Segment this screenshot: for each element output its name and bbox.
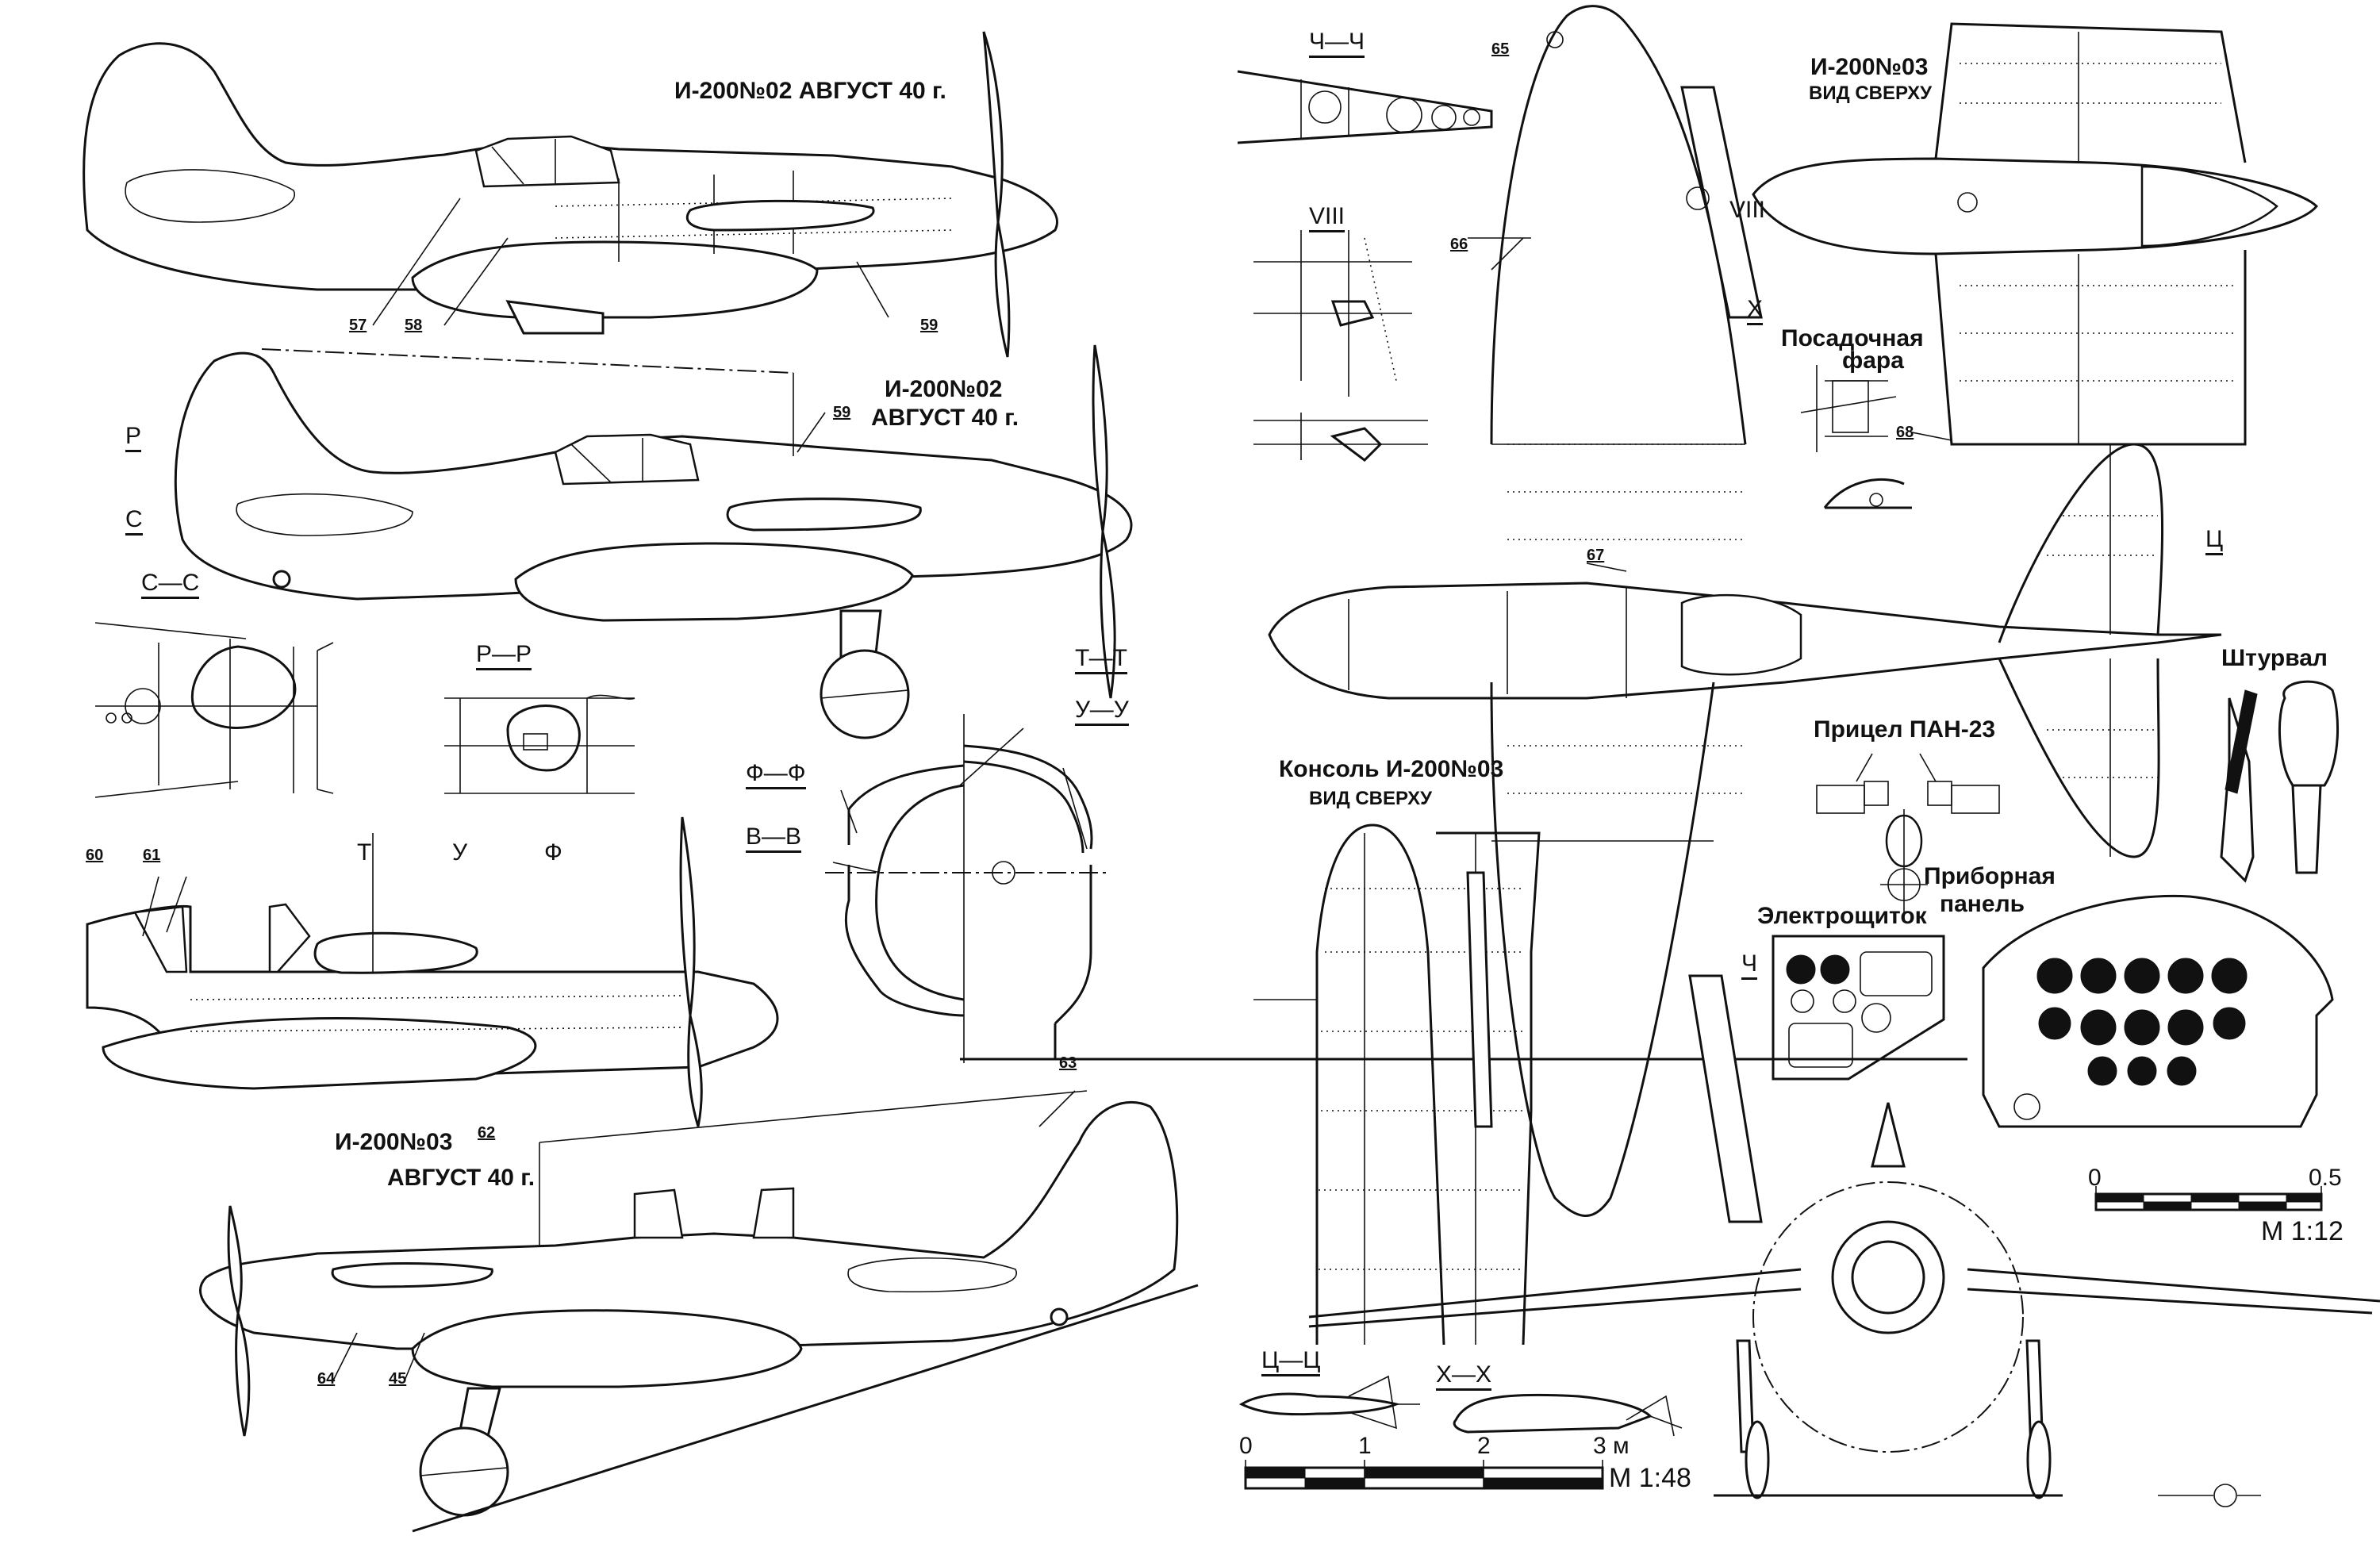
section-mark-ts: Ц [2205, 528, 2224, 555]
section-u-u-label: У—У [1075, 698, 1129, 726]
callout-57: 57 [349, 317, 367, 334]
scale-bar-main [1244, 1460, 1604, 1490]
section-t-t-label: Т—Т [1075, 647, 1127, 674]
side-view-2-aircraft [174, 344, 1133, 739]
top-view-detail-aircraft [1752, 22, 2319, 446]
wing-console-title-line1: Консоль И-200№03 [1279, 756, 1504, 782]
scale-main-tick-0: 0 [1239, 1433, 1253, 1459]
top-view-title-line1: И-200№03 [1810, 54, 1929, 80]
landing-light-drawing [1800, 365, 1912, 509]
instrument-panel-label-line1: Приборная [1924, 863, 2056, 889]
section-mark-s: С [125, 508, 143, 536]
section-ch-ch-drawing [1237, 70, 1493, 144]
callout-68: 68 [1896, 424, 1914, 441]
scale-detail-tick-1: 0.5 [2309, 1165, 2342, 1191]
side-view-2-title-line1: И-200№02 [885, 376, 1003, 402]
section-mark-f: Ф [544, 839, 562, 866]
wing-console-title-line2: ВИД СВЕРХУ [1309, 788, 1433, 809]
section-viii-drawing [1253, 230, 1428, 462]
callout-60: 60 [86, 847, 104, 864]
callout-62: 62 [478, 1124, 496, 1142]
section-r-r-label: Р—Р [476, 643, 532, 670]
section-mark-viii: VIII [1729, 197, 1766, 223]
scale-main-tick-3: 3 м [1593, 1433, 1630, 1459]
callout-66: 66 [1450, 236, 1468, 253]
callout-58: 58 [405, 317, 423, 334]
control-stick-label: Штурвал [2221, 645, 2328, 671]
scale-bar-detail [2094, 1186, 2323, 1211]
section-mark-u: У [452, 839, 468, 866]
section-mark-r: Р [125, 424, 142, 452]
callout-64: 64 [317, 1370, 336, 1388]
gunsight-label: Прицел ПАН-23 [1814, 716, 1996, 743]
landing-light-label-line2: фара [1842, 347, 1904, 374]
electrical-panel-label: Электрощиток [1757, 903, 1927, 929]
section-mark-ch: Ч [1741, 952, 1757, 980]
section-v-v-label: В—В [746, 825, 802, 853]
landing-light-label-line1: Посадочная [1781, 325, 1924, 351]
top-view-title-line2: ВИД СВЕРХУ [1809, 83, 1933, 104]
side-view-3-aircraft [199, 1090, 1199, 1533]
scale-detail-label: М 1:12 [2261, 1216, 2344, 1246]
section-ch-ch-label: Ч—Ч [1309, 30, 1365, 58]
profile-ts-ts-drawing [1238, 1375, 1420, 1430]
electrical-panel-drawing [1772, 935, 1945, 1081]
section-s-s-drawing [94, 622, 334, 798]
scale-main-tick-2: 2 [1477, 1433, 1491, 1459]
side-view-1-title: И-200№02 АВГУСТ 40 г. [674, 78, 946, 104]
scale-detail-tick-0: 0 [2088, 1165, 2102, 1191]
callout-45: 45 [389, 1370, 407, 1388]
section-kh-kh-label: Х—Х [1436, 1363, 1492, 1391]
scale-main-label: М 1:48 [1609, 1463, 1691, 1493]
top-view-aircraft [1268, 5, 2222, 1223]
control-stick-drawing [2220, 680, 2340, 883]
side-view-3-title-line1: И-200№03 [335, 1129, 453, 1155]
profile-kh-kh-drawing [1453, 1393, 1683, 1437]
section-s-s-label: С—С [141, 571, 200, 599]
section-ts-ts-label: Ц—Ц [1261, 1349, 1321, 1376]
section-viii-label: VIII [1309, 205, 1345, 232]
front-view-aircraft [1308, 1102, 2380, 1507]
gunsight-drawing [1816, 753, 2000, 912]
callout-67: 67 [1587, 547, 1605, 564]
callout-65: 65 [1491, 40, 1510, 58]
section-mark-kh: Х [1747, 298, 1764, 325]
section-r-r-drawing [444, 694, 635, 794]
section-f-f-label: Ф—Ф [746, 762, 806, 789]
callout-61: 61 [143, 847, 161, 864]
callout-59: 59 [920, 317, 939, 334]
callout-59-b: 59 [833, 404, 851, 421]
instrument-panel-label-line2: панель [1940, 891, 2025, 917]
instrument-panel-drawing [1982, 894, 2334, 1128]
wing-console-drawing [1253, 823, 1541, 1346]
cowl-sections-drawing [825, 714, 1967, 1063]
cowl-side-view-aircraft [86, 816, 779, 1127]
side-view-1-aircraft [83, 31, 1058, 358]
section-mark-t: Т [357, 839, 372, 866]
side-view-3-title-line2: АВГУСТ 40 г. [387, 1165, 536, 1191]
scale-main-tick-1: 1 [1358, 1433, 1372, 1459]
callout-63: 63 [1059, 1054, 1077, 1072]
side-view-2-title-line2: АВГУСТ 40 г. [871, 405, 1019, 431]
